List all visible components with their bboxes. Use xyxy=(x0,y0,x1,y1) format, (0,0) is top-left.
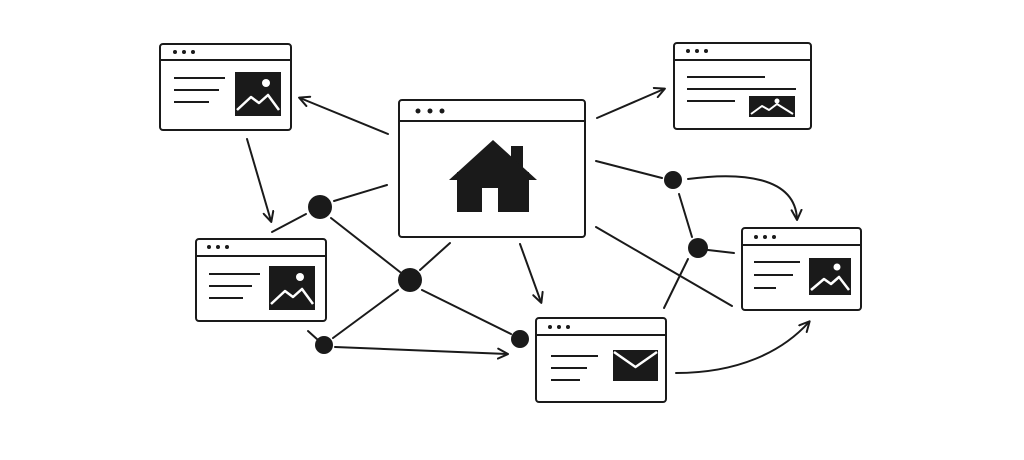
text-lines xyxy=(174,77,225,103)
image-icon xyxy=(235,72,281,116)
link-node-b-to-node-d xyxy=(332,289,399,339)
image-icon xyxy=(269,266,315,310)
right-page-window xyxy=(741,227,862,311)
window-control-dots xyxy=(548,325,570,329)
house-icon xyxy=(449,140,537,212)
junction-node-e xyxy=(511,330,529,348)
connector-lines xyxy=(271,160,735,341)
junction-node-f xyxy=(664,171,682,189)
mid-left-page-window xyxy=(195,238,327,322)
junction-node-a xyxy=(308,195,332,219)
contact-page-window xyxy=(535,317,667,403)
link-home-to-right-page xyxy=(595,226,733,307)
arrow-node-d-to-bottom-center xyxy=(334,346,509,360)
arrow-node-f-to-right-page xyxy=(687,175,803,221)
window-control-dots xyxy=(754,235,776,239)
link-node-b-to-node-e xyxy=(421,289,512,335)
link-node-a-to-mid-left xyxy=(271,213,307,233)
link-node-g-to-right-page xyxy=(707,249,735,254)
window-control-dots xyxy=(173,50,195,54)
window-control-dots xyxy=(415,108,445,114)
arrow-top-left-to-mid-left xyxy=(246,138,275,223)
link-node-g-to-bottom-center xyxy=(663,258,689,309)
link-home-to-node-b xyxy=(419,242,451,271)
text-lines xyxy=(687,76,796,102)
link-home-to-node-f xyxy=(595,160,663,179)
link-node-a-to-node-b xyxy=(330,217,401,273)
link-mid-left-to-node-d xyxy=(307,330,319,341)
link-node-f-to-node-g xyxy=(678,193,693,238)
text-lines xyxy=(551,355,598,381)
arrow-bottom-center-to-right-page xyxy=(675,320,811,374)
link-home-to-node-a xyxy=(333,184,388,202)
junction-node-b xyxy=(398,268,422,292)
navigation-arrows xyxy=(246,86,811,374)
top-right-page-window xyxy=(673,42,812,130)
junction-nodes xyxy=(308,171,708,354)
top-left-page-window xyxy=(159,43,292,131)
junction-node-g xyxy=(688,238,708,258)
arrow-home-to-top-left xyxy=(298,95,389,135)
mail-icon xyxy=(613,350,658,381)
junction-node-d xyxy=(315,336,333,354)
arrow-home-to-top-right xyxy=(596,86,666,119)
window-control-dots xyxy=(686,49,708,53)
arrow-home-to-bottom-center xyxy=(519,243,544,304)
text-lines xyxy=(754,261,800,289)
home-page-window xyxy=(398,99,586,238)
text-lines xyxy=(209,273,260,299)
window-control-dots xyxy=(207,245,229,249)
image-icon xyxy=(749,96,795,117)
image-icon xyxy=(809,258,851,295)
